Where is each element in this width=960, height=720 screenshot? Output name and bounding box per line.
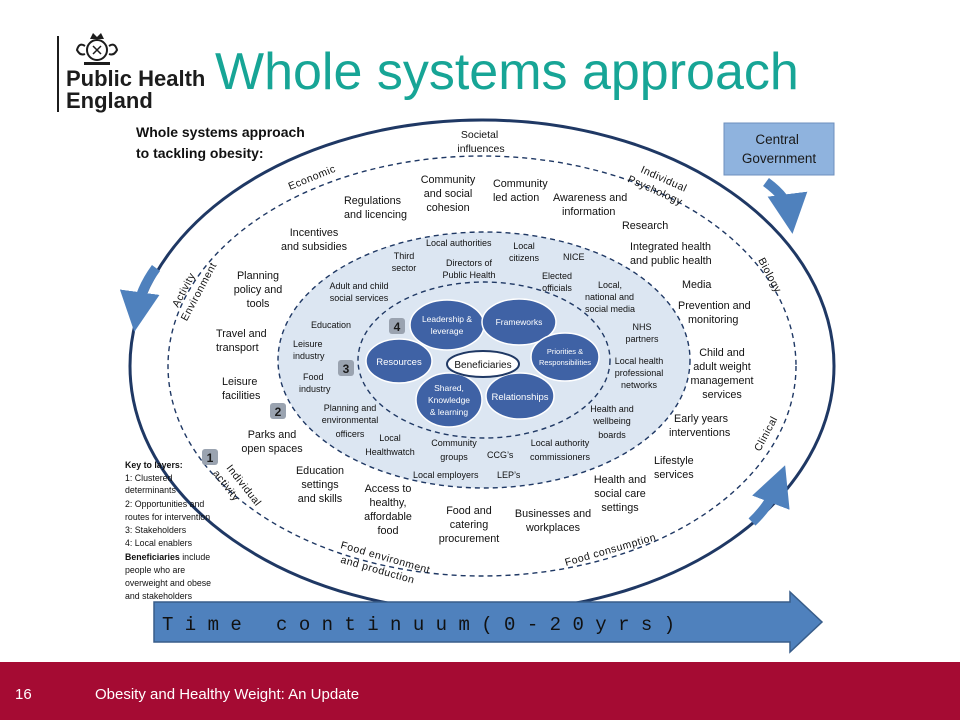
key-line: 1: Clustered <box>125 473 173 483</box>
key-line: and stakeholders <box>125 591 193 601</box>
stakeholder-education: Education <box>311 320 351 330</box>
key-line: routes for intervention <box>125 512 210 522</box>
stakeholder-local-employers: Local employers <box>413 470 479 480</box>
central-government-label: Central Government <box>742 132 817 166</box>
layer-badge-3-label: 3 <box>343 362 350 376</box>
key-title: Key to layers: <box>125 460 183 470</box>
page-number: 16 <box>15 686 32 703</box>
stakeholder-nice: NICE <box>563 252 585 262</box>
enabler-resources-label: Resources <box>376 357 422 368</box>
slide-title: Whole systems approach <box>215 43 799 101</box>
central-government-box <box>723 122 835 176</box>
royal-crest-icon <box>75 33 119 65</box>
key-line: 3: Stakeholders <box>125 525 187 535</box>
logo-divider <box>57 36 59 112</box>
phe-logo-text: Public Health England <box>66 68 205 112</box>
beneficiaries-centre <box>446 350 520 378</box>
key-line: overweight and obese <box>125 578 211 588</box>
layer-badge-1 <box>202 449 218 465</box>
key-line: 4: Local enablers <box>125 538 193 548</box>
enabler-priorities-label: Priorities &Responsibilities <box>539 347 591 367</box>
key-legend: Key to layers: 1: Clustered determinants… <box>125 460 211 601</box>
key-line: people who are <box>125 565 185 575</box>
item-media: Media <box>682 279 711 291</box>
beneficiaries-label: Beneficiaries <box>454 360 511 371</box>
enabler-resources <box>365 338 433 384</box>
arrow-left-icon <box>119 265 161 332</box>
enabler-leadership <box>409 299 485 351</box>
stakeholder-ccgs: CCG’s <box>487 450 514 460</box>
logo-line-2: England <box>66 88 153 113</box>
logo-line-1: Public Health <box>66 66 206 91</box>
layer-badge-2 <box>270 403 286 419</box>
time-continuum-arrow <box>153 590 824 654</box>
enabler-shared-knowledge <box>415 372 483 428</box>
enabler-leadership-label: Leadership &leverage <box>422 314 472 336</box>
enabler-priorities <box>530 332 600 382</box>
whole-systems-diagram: Whole systems approach to tackling obesi… <box>119 118 836 654</box>
arrow-right-icon <box>748 465 790 526</box>
stakeholder-local-authorities: Local authorities <box>426 238 492 248</box>
footer-title: Obesity and Healthy Weight: An Update <box>95 686 360 703</box>
ring-opportunities <box>167 155 797 577</box>
key-line-beneficiaries: Beneficiaries include <box>125 552 210 562</box>
enabler-frameworks-label: Frameworks <box>496 317 543 327</box>
layer-badge-3 <box>338 360 354 376</box>
time-continuum-label: T i m e c o n t i n u u m ( 0 - 2 0 y r … <box>162 614 675 636</box>
layer-badge-4 <box>389 318 405 334</box>
arrow-central-gov-icon <box>762 177 808 234</box>
layer-badge-1-label: 1 <box>207 451 214 465</box>
key-line: 2: Opportunities and <box>125 499 204 509</box>
diagram-title: Whole systems approach to tackling obesi… <box>136 124 309 161</box>
stakeholder-leps: LEP’s <box>497 470 521 480</box>
enabler-shared-knowledge-label: Shared,Knowledge& learning <box>428 383 470 417</box>
footer-bar: 16 Obesity and Healthy Weight: An Update <box>0 662 960 720</box>
layer-badge-4-label: 4 <box>394 320 401 334</box>
key-line: determinants <box>125 485 176 495</box>
enabler-frameworks <box>481 298 557 346</box>
enabler-relationships-label: Relationships <box>491 392 548 403</box>
label-societal-influences: Societal influences <box>457 129 504 155</box>
enabler-relationships <box>485 372 555 420</box>
layer-badge-2-label: 2 <box>275 405 282 419</box>
item-research: Research <box>622 220 668 232</box>
